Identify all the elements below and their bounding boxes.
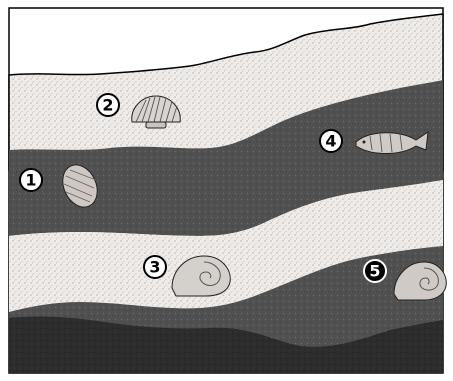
fossil-label-4: 4 [320,130,342,152]
svg-text:2: 2 [102,96,113,115]
svg-text:4: 4 [325,132,336,151]
svg-text:3: 3 [149,258,160,277]
fossil-label-3: 3 [144,256,166,278]
fossil-label-1: 1 [20,169,42,191]
svg-text:1: 1 [25,171,36,190]
svg-text:5: 5 [369,262,380,281]
fossil-label-2: 2 [97,94,119,116]
fossil-label-5: 5 [364,260,386,282]
